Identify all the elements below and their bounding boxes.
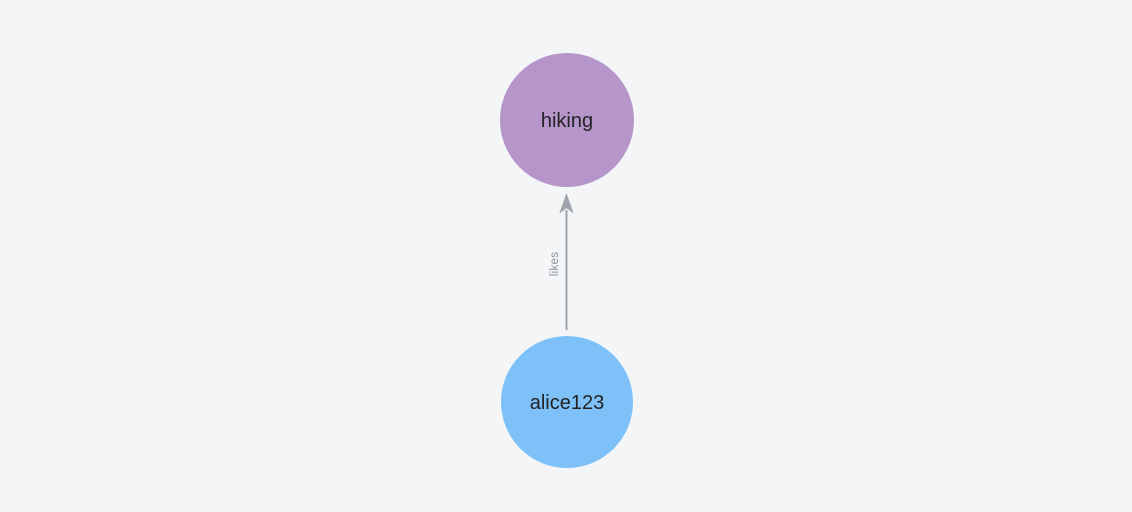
edge-arrowhead-icon[interactable] (559, 193, 574, 214)
node-hiking[interactable] (500, 53, 634, 187)
node-alice123[interactable] (501, 336, 633, 468)
